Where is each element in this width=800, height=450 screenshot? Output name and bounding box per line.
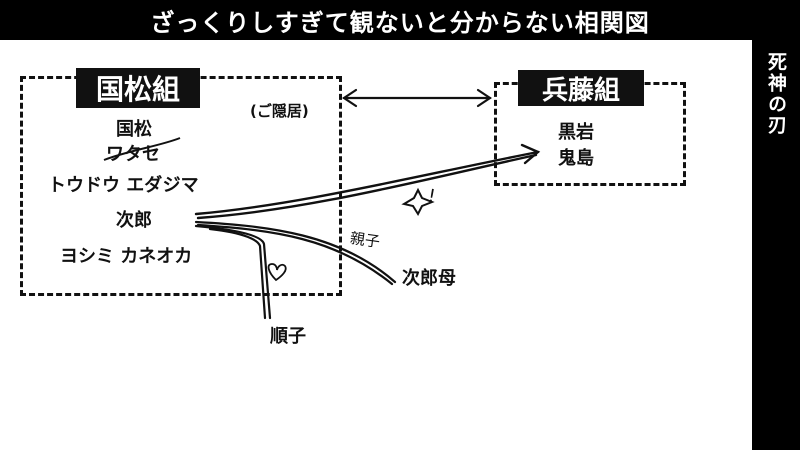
spark-icon bbox=[401, 187, 435, 217]
member-kunimatsu: 国松 bbox=[116, 119, 152, 140]
kunimatsu-note: (ご隠居) bbox=[250, 102, 309, 120]
groups-double-arrow bbox=[342, 88, 492, 108]
junko: 順子 bbox=[270, 326, 306, 347]
watase-strikethrough bbox=[103, 137, 181, 161]
kunimatsu-group-banner: 国松組 bbox=[76, 68, 200, 108]
jiro-to-mother-line bbox=[194, 220, 397, 286]
member-kijima: 鬼島 bbox=[558, 148, 594, 169]
member-todo-edajima: トウドウ エダジマ bbox=[48, 175, 199, 196]
kunimatsu-group-name: 国松組 bbox=[95, 73, 180, 106]
jiro-to-junko-line bbox=[194, 224, 272, 320]
member-jiro: 次郎 bbox=[116, 210, 152, 231]
diagram-title: ざっくりしすぎて観ないと分からない相関図 bbox=[150, 8, 650, 37]
heart-icon bbox=[267, 263, 287, 282]
side-bar: 死神の刃 bbox=[752, 40, 800, 450]
hyodo-group-banner: 兵藤組 bbox=[518, 70, 644, 106]
jiro-mother: 次郎母 bbox=[402, 268, 456, 289]
hyodo-group-name: 兵藤組 bbox=[541, 75, 620, 106]
side-label: 死神の刃 bbox=[765, 52, 787, 136]
jiro-to-kijima-arrow bbox=[194, 143, 541, 220]
member-watase: ワタセ bbox=[106, 144, 160, 165]
member-yoshimi-kaneoka: ヨシミ カネオカ bbox=[60, 246, 193, 267]
member-kuroiwa: 黒岩 bbox=[558, 122, 594, 143]
diagram-title-bar: ざっくりしすぎて観ないと分からない相関図 bbox=[0, 0, 800, 40]
